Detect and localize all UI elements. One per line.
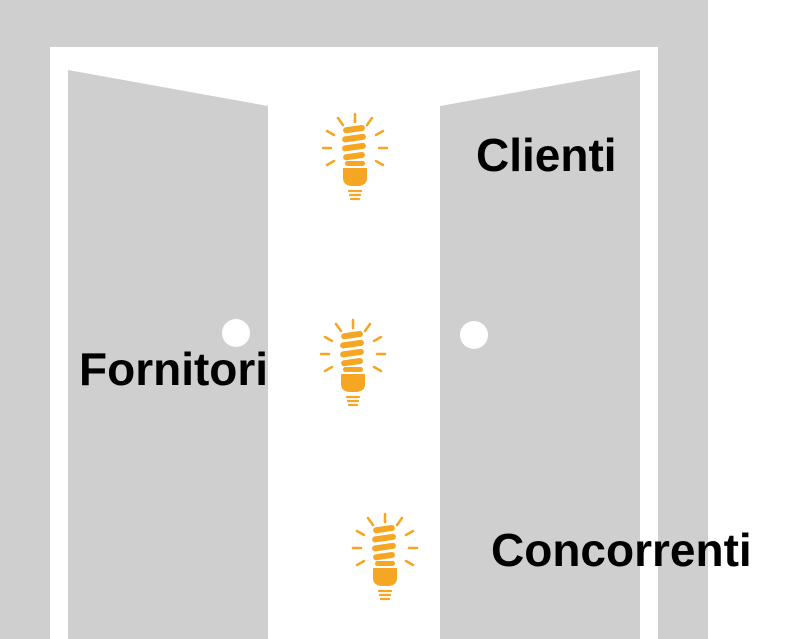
hinge-gaps bbox=[50, 70, 658, 639]
label-clienti: Clienti bbox=[476, 129, 617, 181]
left-door-panel bbox=[68, 70, 268, 639]
right-door-panel bbox=[440, 70, 640, 639]
right-door-knob bbox=[460, 321, 488, 349]
label-fornitori: Fornitori bbox=[79, 343, 269, 395]
left-door-knob bbox=[222, 319, 250, 347]
lightbulb-icon bbox=[319, 318, 387, 407]
lightbulb-icon bbox=[321, 112, 389, 201]
lightbulb-icon bbox=[351, 512, 419, 601]
label-concorrenti: Concorrenti bbox=[491, 524, 752, 576]
